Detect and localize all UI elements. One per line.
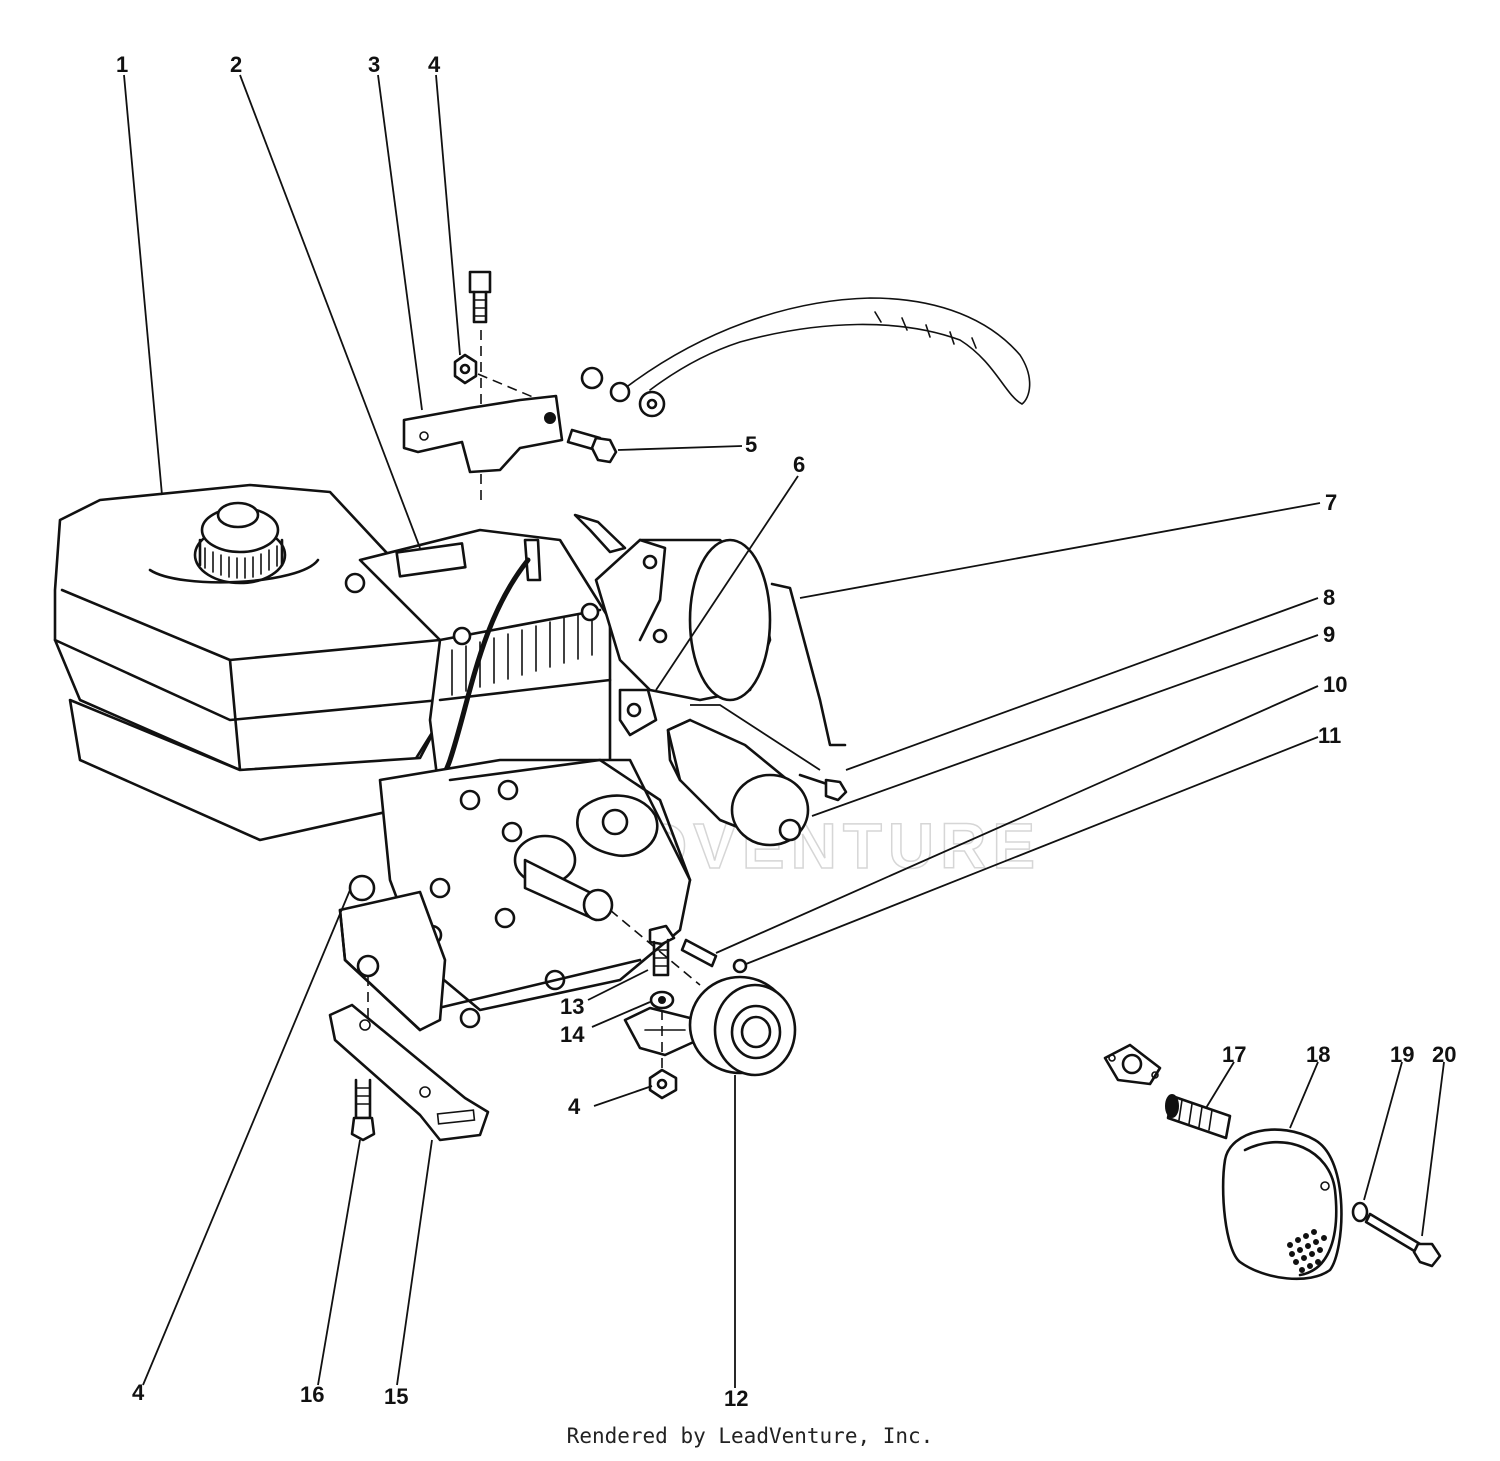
callout-13: 13 bbox=[560, 994, 584, 1019]
callout-11: 11 bbox=[1318, 723, 1341, 748]
callout-1: 1 bbox=[116, 52, 128, 77]
callout-4-top: 4 bbox=[428, 52, 441, 77]
callout-15: 15 bbox=[384, 1384, 408, 1409]
callout-12: 12 bbox=[724, 1386, 748, 1411]
key-and-setscrew bbox=[680, 938, 748, 974]
front-mount-hardware bbox=[623, 924, 700, 1100]
callout-14: 14 bbox=[560, 1022, 585, 1047]
blower-housing bbox=[573, 513, 772, 702]
callout-10: 10 bbox=[1323, 672, 1347, 697]
callout-2: 2 bbox=[230, 52, 242, 77]
callout-4-rear: 4 bbox=[132, 1380, 145, 1405]
callout-labels: 1 2 3 4 5 6 7 8 9 10 11 12 13 14 4 4 15 … bbox=[116, 52, 1456, 1411]
callout-7: 7 bbox=[1325, 490, 1337, 515]
control-wire bbox=[770, 582, 847, 747]
muffler-group bbox=[1103, 1043, 1442, 1281]
engine-bracket bbox=[402, 394, 564, 474]
callout-8: 8 bbox=[1323, 585, 1335, 610]
callout-5: 5 bbox=[745, 432, 757, 457]
rear-mount-bracket bbox=[328, 874, 490, 1142]
callout-19: 19 bbox=[1390, 1042, 1414, 1067]
callout-4-front: 4 bbox=[568, 1094, 581, 1119]
callout-16: 16 bbox=[300, 1382, 324, 1407]
top-nut bbox=[453, 353, 541, 401]
pulley bbox=[688, 975, 797, 1077]
callout-18: 18 bbox=[1306, 1042, 1330, 1067]
callout-6: 6 bbox=[793, 452, 805, 477]
callout-20: 20 bbox=[1432, 1042, 1456, 1067]
starter-motor bbox=[618, 688, 848, 847]
callout-3: 3 bbox=[368, 52, 380, 77]
leader-lines bbox=[123, 74, 1445, 1388]
callout-9: 9 bbox=[1323, 622, 1335, 647]
side-bolt bbox=[566, 428, 618, 464]
muffler-perforations bbox=[1287, 1229, 1327, 1273]
credit-line: Rendered by LeadVenture, Inc. bbox=[566, 1424, 934, 1448]
fuel-tank bbox=[53, 483, 447, 842]
control-handle bbox=[580, 297, 1031, 418]
callout-17: 17 bbox=[1222, 1042, 1246, 1067]
